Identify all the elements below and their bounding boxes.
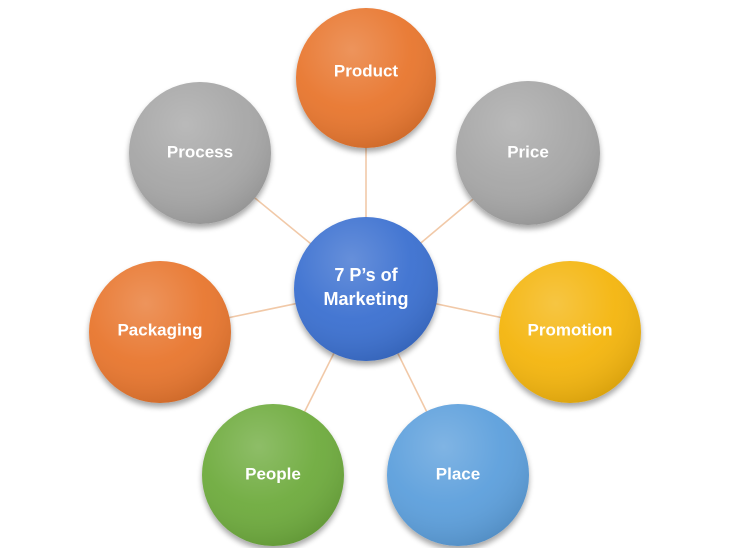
- center-shine: [294, 217, 438, 361]
- node-people-label: People: [245, 464, 301, 483]
- node-process: Process: [129, 82, 271, 224]
- node-place: Place: [387, 404, 529, 546]
- center-label-line1: 7 P’s of: [334, 265, 398, 285]
- node-process-shine: [129, 82, 271, 224]
- node-promotion-label: Promotion: [528, 320, 613, 339]
- node-price-label: Price: [507, 142, 549, 161]
- node-packaging-shine: [89, 261, 231, 403]
- node-packaging: Packaging: [89, 261, 231, 403]
- node-place-shine: [387, 404, 529, 546]
- node-product-label: Product: [334, 61, 399, 80]
- node-product-shine: [296, 8, 436, 148]
- center-label-line2: Marketing: [323, 289, 408, 309]
- node-people-shine: [202, 404, 344, 546]
- node-promotion-shine: [499, 261, 641, 403]
- node-price: Price: [456, 81, 600, 225]
- node-place-label: Place: [436, 464, 480, 483]
- center-node: 7 P’s of Marketing: [294, 217, 438, 361]
- node-packaging-label: Packaging: [117, 320, 202, 339]
- node-people: People: [202, 404, 344, 546]
- node-price-shine: [456, 81, 600, 225]
- node-product: Product: [296, 8, 436, 148]
- node-process-label: Process: [167, 142, 233, 161]
- node-promotion: Promotion: [499, 261, 641, 403]
